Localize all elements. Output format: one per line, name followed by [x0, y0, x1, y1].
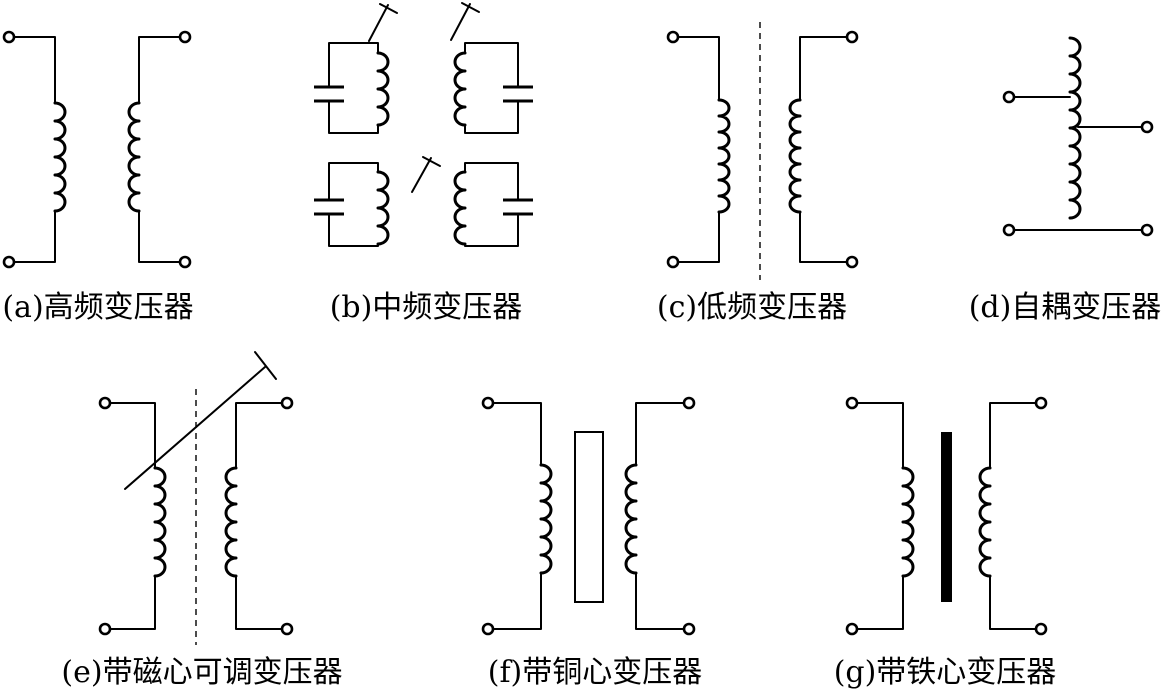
tuning-slug-arrow	[411, 156, 441, 193]
secondary-terminal-bottom	[682, 622, 696, 636]
caption-autotransformer: (d)自耦变压器	[968, 290, 1162, 325]
caption-low-frequency-transformer: (c)低频变压器	[656, 290, 848, 325]
autotransformer-symbol	[1002, 36, 1154, 237]
caption-intermediate-frequency-transformer: (b)中频变压器	[329, 290, 523, 325]
primary-terminal-top	[666, 30, 680, 44]
tank-circuit-bottom-right	[453, 162, 533, 247]
secondary-terminal-top	[280, 396, 294, 410]
adjustment-arrow	[124, 351, 277, 490]
tuning-slug-arrow	[450, 2, 480, 41]
secondary-terminal-bottom	[1034, 622, 1048, 636]
secondary-coil	[127, 101, 141, 213]
tank-circuit-bottom-left	[314, 162, 390, 247]
terminal-input	[1002, 90, 1016, 104]
tank-circuit-top-left	[314, 3, 398, 134]
primary-terminal-top	[2, 30, 16, 44]
caption-iron-core-transformer: (g)带铁心变压器	[833, 655, 1057, 690]
secondary-coil	[978, 466, 992, 578]
tank-circuit-top-right	[450, 2, 533, 134]
primary-top-lead	[13, 36, 56, 104]
caption-copper-core-transformer: (f)带铜心变压器	[487, 655, 703, 690]
adjustable-magnetic-core-transformer-symbol	[98, 351, 294, 645]
primary-terminal-bottom	[845, 622, 859, 636]
tapped-coil	[1068, 36, 1082, 220]
intermediate-frequency-transformer-symbol	[314, 2, 533, 247]
copper-core-transformer-symbol	[481, 396, 696, 636]
primary-coil	[539, 463, 553, 575]
terminal-common-left	[1002, 223, 1016, 237]
primary-coil	[901, 466, 915, 578]
copper-core-bar	[574, 431, 604, 603]
secondary-coil	[788, 98, 802, 214]
secondary-terminal-top	[1034, 396, 1048, 410]
primary-terminal-bottom	[481, 622, 495, 636]
primary-terminal-top	[845, 396, 859, 410]
primary-coil	[153, 466, 167, 578]
caption-high-frequency-transformer: (a)高频变压器	[2, 290, 194, 325]
secondary-terminal-top	[682, 396, 696, 410]
terminal-common-right	[1140, 223, 1154, 237]
secondary-bottom-lead	[138, 210, 181, 263]
low-frequency-transformer-symbol	[666, 22, 859, 280]
secondary-terminal-bottom	[280, 622, 294, 636]
iron-core-bar	[941, 432, 952, 602]
secondary-terminal-bottom	[845, 255, 859, 269]
primary-coil	[717, 98, 731, 214]
secondary-terminal-top	[178, 30, 192, 44]
secondary-coil	[624, 463, 638, 575]
primary-bottom-lead	[13, 210, 56, 263]
primary-terminal-top	[98, 396, 112, 410]
primary-terminal-bottom	[666, 255, 680, 269]
high-frequency-transformer-symbol	[2, 30, 192, 269]
caption-adjustable-magnetic-core-transformer: (e)带磁心可调变压器	[61, 655, 343, 690]
terminal-output	[1140, 120, 1154, 134]
primary-terminal-top	[481, 396, 495, 410]
tuning-slug-arrow	[368, 3, 398, 42]
primary-coil	[53, 101, 67, 213]
secondary-terminal-top	[845, 30, 859, 44]
secondary-coil	[224, 466, 238, 578]
secondary-terminal-bottom	[178, 255, 192, 269]
primary-terminal-bottom	[98, 622, 112, 636]
iron-core-transformer-symbol	[845, 396, 1048, 636]
primary-terminal-bottom	[2, 255, 16, 269]
secondary-top-lead	[138, 36, 181, 104]
